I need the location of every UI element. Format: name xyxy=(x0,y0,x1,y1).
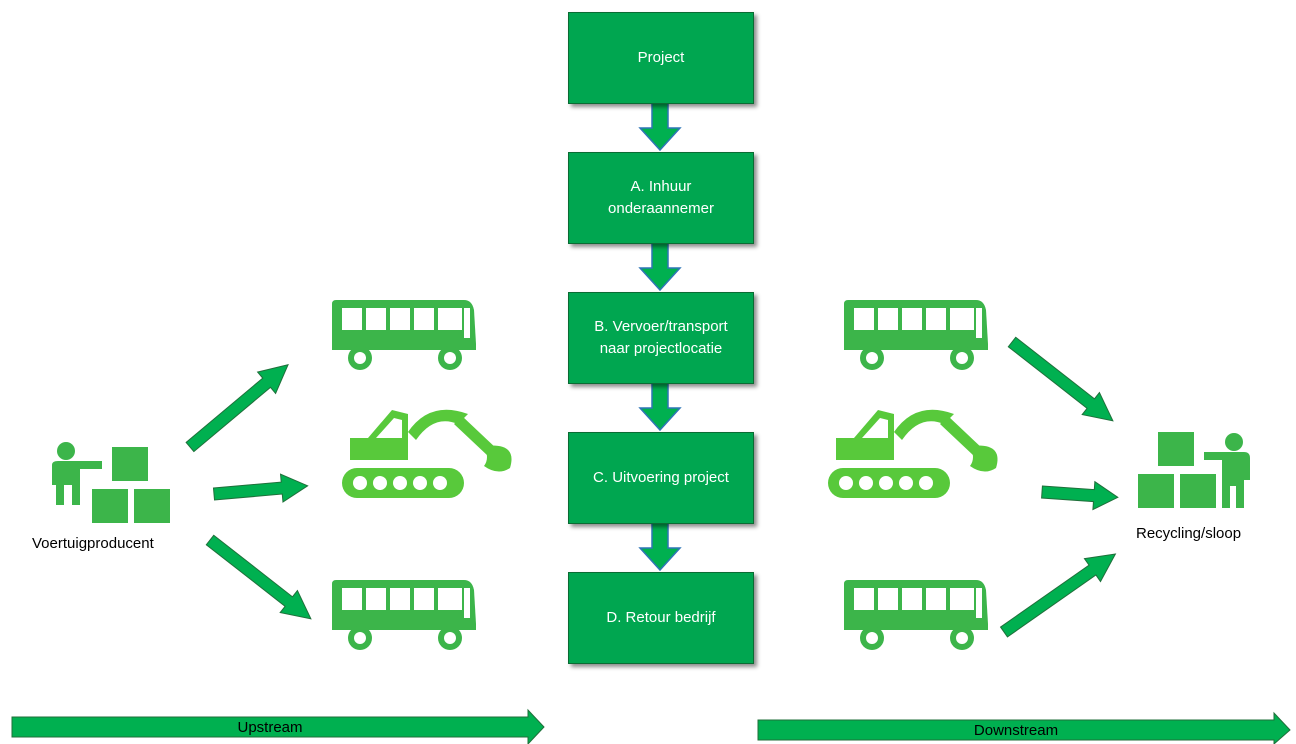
arrow-bus-bottom-to-recycler xyxy=(999,553,1117,638)
bus-icon-right-bottom xyxy=(844,580,988,650)
arrow-producer-to-excavator xyxy=(212,473,309,503)
recycler-icon xyxy=(1138,432,1250,508)
upstream-band xyxy=(11,708,545,744)
producer-label: Voertuigproducent xyxy=(32,535,154,552)
step-b-vervoer: B. Vervoer/transport naar projectlocatie xyxy=(568,292,754,384)
downstream-label: Downstream xyxy=(973,722,1059,739)
arrow-producer-to-bus-top xyxy=(185,364,289,453)
excavator-icon-left xyxy=(342,409,512,498)
step-c-uitvoering: C. Uitvoering project xyxy=(568,432,754,524)
bus-icon-left-bottom xyxy=(332,580,476,650)
connector-arrows xyxy=(638,101,682,572)
arrow-a-to-b xyxy=(638,241,682,292)
step-project: Project xyxy=(568,12,754,104)
arrow-bus-top-to-recycler xyxy=(1007,336,1114,422)
arrow-excavator-to-recycler xyxy=(1041,480,1119,511)
downstream-band xyxy=(757,711,1291,744)
flow-arrows xyxy=(185,336,1119,638)
recycler-label: Recycling/sloop xyxy=(1136,525,1242,542)
upstream-label: Upstream xyxy=(237,719,303,736)
step-a-inhuur: A. Inhuur onderaannemer xyxy=(568,152,754,244)
arrow-c-to-d xyxy=(638,521,682,572)
producer-icon xyxy=(52,442,170,523)
step-d-retour: D. Retour bedrijf xyxy=(568,572,754,664)
arrow-b-to-c xyxy=(638,381,682,432)
bus-icon-left-top xyxy=(332,300,476,370)
excavator-icon-right xyxy=(828,409,998,498)
bus-icon-right-top xyxy=(844,300,988,370)
arrow-project-to-a xyxy=(638,101,682,152)
arrow-producer-to-bus-bottom xyxy=(205,534,312,620)
